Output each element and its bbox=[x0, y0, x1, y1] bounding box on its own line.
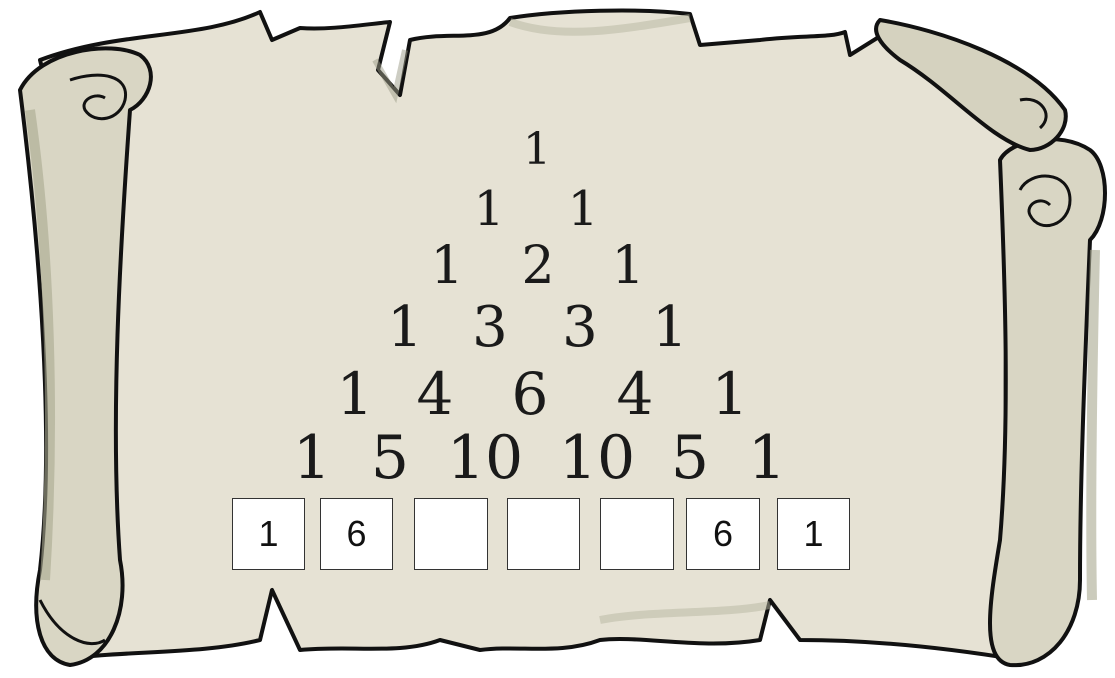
answer-input[interactable] bbox=[507, 498, 580, 570]
pascal-number: 1 bbox=[611, 240, 644, 292]
pascal-number: 5 bbox=[671, 428, 709, 488]
pascal-number: 10 bbox=[559, 428, 635, 488]
pascal-number: 1 bbox=[474, 185, 505, 233]
pascal-number: 1 bbox=[712, 365, 749, 423]
answer-box: 1 bbox=[777, 498, 850, 570]
answer-box: 6 bbox=[320, 498, 393, 570]
answer-input[interactable] bbox=[414, 498, 488, 570]
pascal-number: 10 bbox=[447, 428, 523, 488]
pascal-number: 1 bbox=[337, 365, 374, 423]
pascal-number: 2 bbox=[521, 240, 554, 292]
pascal-number: 6 bbox=[512, 365, 549, 423]
pascal-number: 3 bbox=[562, 300, 598, 356]
answer-box: 1 bbox=[232, 498, 305, 570]
pascal-number: 1 bbox=[568, 185, 599, 233]
pascal-number: 1 bbox=[387, 300, 423, 356]
pascal-number: 1 bbox=[748, 428, 786, 488]
pascal-number: 1 bbox=[293, 428, 331, 488]
pascal-number: 4 bbox=[417, 365, 454, 423]
answer-input[interactable] bbox=[600, 498, 674, 570]
pascal-number: 3 bbox=[472, 300, 508, 356]
pascal-number: 5 bbox=[371, 428, 409, 488]
answer-box: 6 bbox=[686, 498, 760, 570]
pascal-number: 1 bbox=[523, 128, 551, 172]
pascal-number: 1 bbox=[652, 300, 688, 356]
pascal-number: 1 bbox=[430, 240, 463, 292]
pascal-number: 4 bbox=[617, 365, 654, 423]
